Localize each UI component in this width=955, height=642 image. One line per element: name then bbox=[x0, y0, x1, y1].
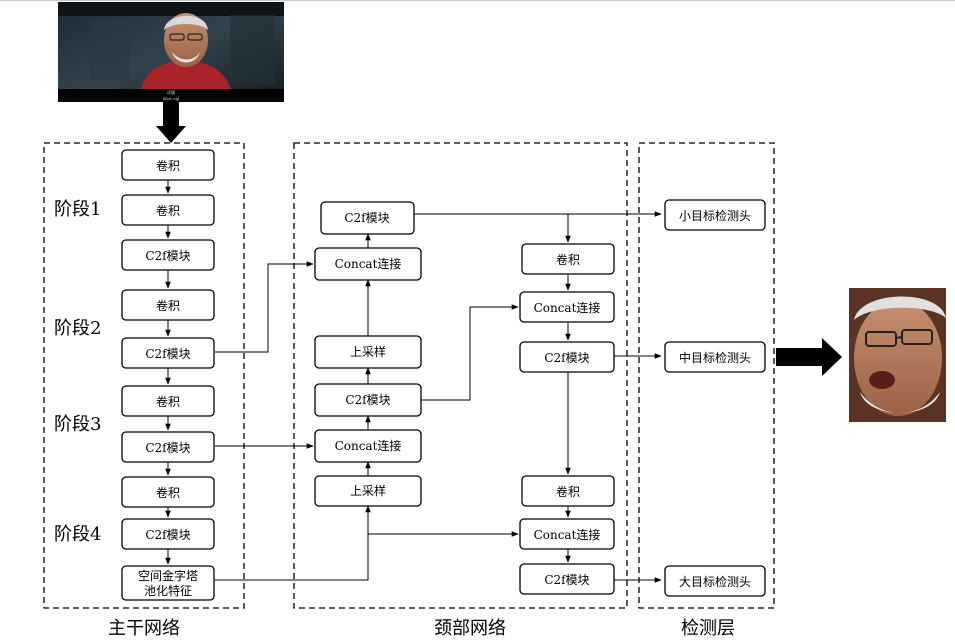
svg-text:卷积: 卷积 bbox=[556, 484, 580, 499]
backbone-conv-1: 卷积 bbox=[121, 149, 215, 181]
backbone-conv-2: 卷积 bbox=[121, 194, 215, 226]
image-caption-line1: 试镜 bbox=[167, 89, 175, 95]
head-small: 小目标检测头 bbox=[664, 199, 766, 231]
svg-text:大目标检测头: 大目标检测头 bbox=[679, 574, 751, 589]
svg-text:Concat连接: Concat连接 bbox=[534, 300, 601, 315]
svg-text:卷积: 卷积 bbox=[156, 485, 180, 500]
neck-concat-mid: Concat连接 bbox=[314, 429, 422, 463]
neck-right-conv-2: 卷积 bbox=[521, 475, 615, 507]
neck-label: 颈部网络 bbox=[434, 618, 506, 639]
backbone-label: 主干网络 bbox=[108, 618, 180, 639]
svg-text:C2f模块: C2f模块 bbox=[345, 393, 390, 407]
output-arrow bbox=[776, 338, 842, 376]
svg-text:空间金字塔: 空间金字塔 bbox=[138, 568, 198, 583]
svg-text:Concat连接: Concat连接 bbox=[335, 256, 402, 271]
backbone-conv-5: 卷积 bbox=[121, 476, 215, 508]
stage-label-4: 阶段4 bbox=[54, 524, 101, 545]
svg-text:C2f模块: C2f模块 bbox=[544, 573, 589, 587]
backbone-c2f-1: C2f模块 bbox=[121, 239, 215, 271]
connectors bbox=[165, 180, 662, 583]
svg-text:Concat连接: Concat连接 bbox=[534, 527, 601, 542]
svg-text:上采样: 上采样 bbox=[350, 344, 386, 359]
svg-text:中目标检测头: 中目标检测头 bbox=[679, 350, 751, 365]
top-divider bbox=[0, 0, 955, 1]
neck-upsample-bottom: 上采样 bbox=[314, 475, 422, 507]
neck-right-conv-1: 卷积 bbox=[521, 243, 615, 275]
svg-text:卷积: 卷积 bbox=[156, 298, 180, 313]
svg-text:C2f模块: C2f模块 bbox=[145, 441, 190, 455]
svg-text:Concat连接: Concat连接 bbox=[335, 438, 402, 453]
backbone-region bbox=[43, 142, 245, 609]
neck-right-c2f-1: C2f模块 bbox=[519, 341, 615, 373]
stage-label-1: 阶段1 bbox=[54, 199, 101, 220]
backbone-c2f-3: C2f模块 bbox=[121, 431, 215, 463]
input-arrow bbox=[156, 102, 186, 143]
image-caption-line2: Shot ogl bbox=[163, 96, 181, 101]
svg-text:卷积: 卷积 bbox=[156, 394, 180, 409]
head-label: 检测层 bbox=[681, 618, 735, 639]
svg-text:小目标检测头: 小目标检测头 bbox=[679, 208, 751, 223]
svg-text:C2f模块: C2f模块 bbox=[145, 528, 190, 542]
svg-text:上采样: 上采样 bbox=[350, 483, 386, 498]
neck-upsample-top: 上采样 bbox=[314, 335, 422, 369]
backbone-conv-4: 卷积 bbox=[121, 385, 215, 417]
output-face-image bbox=[849, 288, 946, 422]
input-image: 试镜 Shot ogl bbox=[58, 2, 284, 102]
stage-label-2: 阶段2 bbox=[54, 318, 101, 339]
neck-concat-top: Concat连接 bbox=[314, 247, 422, 281]
backbone-conv-3: 卷积 bbox=[121, 289, 215, 321]
svg-text:C2f模块: C2f模块 bbox=[145, 347, 190, 361]
head-large: 大目标检测头 bbox=[664, 565, 766, 597]
svg-text:池化特征: 池化特征 bbox=[144, 583, 192, 598]
head-medium: 中目标检测头 bbox=[664, 341, 766, 373]
neck-region bbox=[293, 142, 628, 609]
backbone-c2f-2: C2f模块 bbox=[121, 337, 215, 369]
neck-right-concat-2: Concat连接 bbox=[519, 518, 615, 550]
neck-c2f-top: C2f模块 bbox=[320, 201, 415, 235]
svg-text:C2f模块: C2f模块 bbox=[145, 249, 190, 263]
neck-right-c2f-2: C2f模块 bbox=[519, 563, 615, 595]
neck-right-concat-1: Concat连接 bbox=[519, 291, 615, 323]
stage-label-3: 阶段3 bbox=[54, 414, 101, 435]
neck-c2f-mid: C2f模块 bbox=[314, 383, 422, 417]
svg-text:卷积: 卷积 bbox=[556, 252, 580, 267]
backbone-c2f-4: C2f模块 bbox=[121, 518, 215, 550]
svg-text:C2f模块: C2f模块 bbox=[344, 211, 389, 225]
svg-text:C2f模块: C2f模块 bbox=[544, 351, 589, 365]
svg-text:卷积: 卷积 bbox=[156, 158, 180, 173]
svg-text:卷积: 卷积 bbox=[156, 203, 180, 218]
